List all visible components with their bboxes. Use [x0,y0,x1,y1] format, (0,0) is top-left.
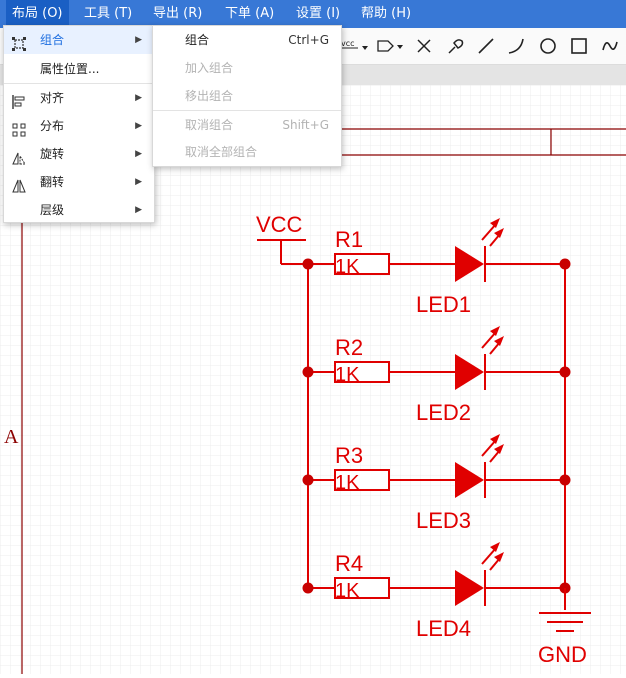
junction-dot [559,366,571,378]
layout-dropdown-menu: 组合 ▶ 属性位置... 对齐 ▶ 分布 ▶ 旋转 ▶ 翻转 ▶ 层级 ▶ [3,25,155,223]
group-icon [12,33,26,51]
chevron-right-icon: ▶ [135,149,142,159]
light-arrow-head [490,542,500,552]
menu-settings[interactable]: 设置 (I) [296,6,341,21]
power-port-label: vcc [341,39,355,48]
arc-icon[interactable] [506,36,526,56]
resistor-designator: R2 [335,335,363,360]
menu-export[interactable]: 导出 (R) [153,6,203,21]
vcc-label: VCC [256,212,303,237]
led-designator: LED3 [416,508,471,533]
resistor-designator: R4 [335,551,363,576]
menu-item-group[interactable]: 组合 ▶ [4,26,154,54]
menu-item-rotate[interactable]: 旋转 ▶ [4,140,154,168]
no-connect-icon[interactable] [414,36,434,56]
menu-item-label: 组合 [40,33,65,47]
shortcut-label: Shift+G [282,118,329,132]
menu-item-distribute[interactable]: 分布 ▶ [4,112,154,140]
chevron-right-icon: ▶ [135,121,142,131]
menu-item-label: 分布 [40,119,65,133]
wire-icon[interactable] [476,36,496,56]
junction-dot [559,474,571,486]
flip-icon [12,175,26,193]
submenu-item-group[interactable]: 组合 Ctrl+G [153,26,341,54]
menu-layout[interactable]: 布局 (O) [6,0,69,28]
menu-item-align[interactable]: 对齐 ▶ [4,84,154,112]
gnd-label: GND [538,642,587,667]
power-port-icon[interactable]: vcc [340,36,370,56]
resistor-value: 1K [335,256,360,278]
submenu-item-label: 取消全部组合 [185,145,258,159]
distribute-icon [12,119,26,137]
chevron-right-icon: ▶ [135,205,142,215]
menu-order[interactable]: 下单 (A) [225,6,275,21]
submenu-item-label: 组合 [185,33,210,47]
submenu-item-label: 加入组合 [185,61,234,75]
submenu-item-ungroup-all[interactable]: 取消全部组合 [153,138,341,166]
led-designator: LED4 [416,616,471,641]
light-arrow-line [481,223,497,241]
shortcut-label: Ctrl+G [288,33,329,47]
menu-help[interactable]: 帮助 (H) [361,6,412,21]
align-icon [12,91,26,109]
menu-item-label: 属性位置... [40,62,100,76]
menu-tools[interactable]: 工具 (T) [84,6,133,21]
junction-dot [302,582,314,594]
chevron-right-icon: ▶ [135,93,142,103]
submenu-item-ungroup[interactable]: 取消组合 Shift+G [153,111,341,139]
light-arrow-line [481,331,497,349]
light-arrow-line [481,547,497,565]
resistor-designator: R3 [335,443,363,468]
led-designator: LED2 [416,400,471,425]
chevron-right-icon: ▶ [135,35,142,45]
resistor-value: 1K [335,580,360,602]
submenu-item-label: 取消组合 [185,118,234,132]
light-arrow-head [490,434,500,444]
light-arrow-head [494,336,504,346]
led-diode-icon[interactable] [455,570,484,606]
menu-separator [4,83,154,84]
menu-item-label: 旋转 [40,147,65,161]
rotate-icon [12,147,26,165]
submenu-item-add-to-group[interactable]: 加入组合 [153,54,341,82]
menu-item-label: 层级 [40,203,65,217]
led-diode-icon[interactable] [455,246,484,282]
resistor-designator: R1 [335,227,363,252]
light-arrow-head [494,552,504,562]
freehand-icon[interactable] [600,36,620,56]
light-arrow-head [494,228,504,238]
light-arrow-head [490,218,500,228]
probe-icon[interactable] [446,36,466,56]
sheet-zone-label: A [4,426,19,448]
light-arrow-line [481,439,497,457]
led-diode-icon[interactable] [455,462,484,498]
light-arrow-head [490,326,500,336]
menu-item-label: 翻转 [40,175,65,189]
led-designator: LED1 [416,292,471,317]
circle-icon[interactable] [538,36,558,56]
rectangle-icon[interactable] [569,36,589,56]
led-diode-icon[interactable] [455,354,484,390]
light-arrow-head [494,444,504,454]
menu-item-flip[interactable]: 翻转 ▶ [4,168,154,196]
resistor-value: 1K [335,364,360,386]
junction-dot [302,474,314,486]
net-port-icon[interactable] [376,36,406,56]
junction-dot [302,366,314,378]
group-submenu: 组合 Ctrl+G 加入组合 移出组合 取消组合 Shift+G 取消全部组合 [152,25,342,167]
menu-item-properties-position[interactable]: 属性位置... [4,55,154,83]
submenu-item-remove-from-group[interactable]: 移出组合 [153,82,341,110]
menu-separator [153,110,341,111]
submenu-item-label: 移出组合 [185,89,234,103]
menu-item-label: 对齐 [40,91,65,105]
menu-item-layer[interactable]: 层级 ▶ [4,196,154,224]
chevron-right-icon: ▶ [135,177,142,187]
junction-dot [559,258,571,270]
resistor-value: 1K [335,472,360,494]
menu-bar: 布局 (O) 工具 (T) 导出 (R) 下单 (A) 设置 (I) 帮助 (H… [0,0,626,28]
junction-dot [302,258,314,270]
